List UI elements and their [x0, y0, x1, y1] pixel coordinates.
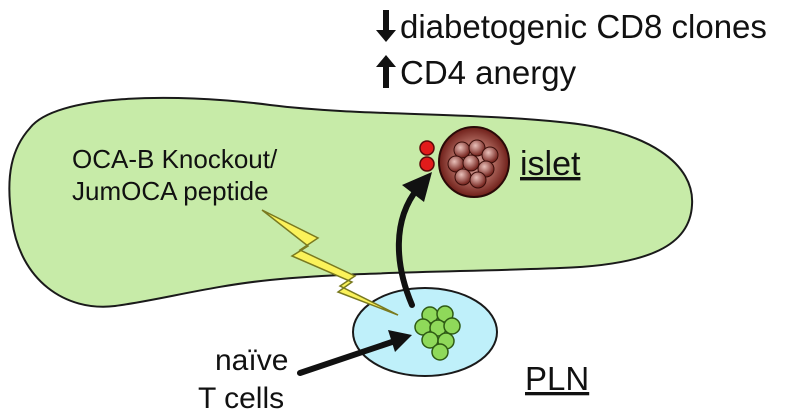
migration-arrow [395, 185, 421, 308]
islet-cell [462, 154, 480, 172]
effect-cd8-text: diabetogenic CD8 clones [400, 8, 767, 45]
t-cell [443, 317, 461, 335]
naive-arrowhead-icon [388, 330, 412, 352]
condition-line2: JumOCA peptide [72, 176, 269, 206]
up-arrow-icon [376, 55, 396, 88]
naive-label-line2: T cells [198, 382, 284, 415]
islet-cells [447, 139, 499, 189]
islet-cell [469, 171, 487, 189]
islet-cell [454, 168, 472, 186]
t-cell-cluster [414, 305, 461, 361]
islet-cell [481, 146, 499, 164]
migrating-cell [419, 140, 435, 156]
naive-label-line1: naïve [215, 344, 288, 377]
pln-label: PLN [525, 360, 589, 397]
lightning-bolt-icon [261, 209, 399, 316]
naive-arrow [297, 338, 398, 376]
islet-cell [468, 139, 486, 157]
t-cell [431, 343, 449, 361]
down-arrow-icon [376, 10, 396, 42]
migration-arrowhead-icon [402, 172, 432, 202]
effect-cd4-text: CD4 anergy [400, 54, 577, 91]
pancreas-shape [8, 96, 694, 308]
condition-line1: OCA-B Knockout/ [72, 144, 278, 174]
migrating-cell [419, 156, 435, 172]
islet-label: islet [520, 145, 581, 183]
